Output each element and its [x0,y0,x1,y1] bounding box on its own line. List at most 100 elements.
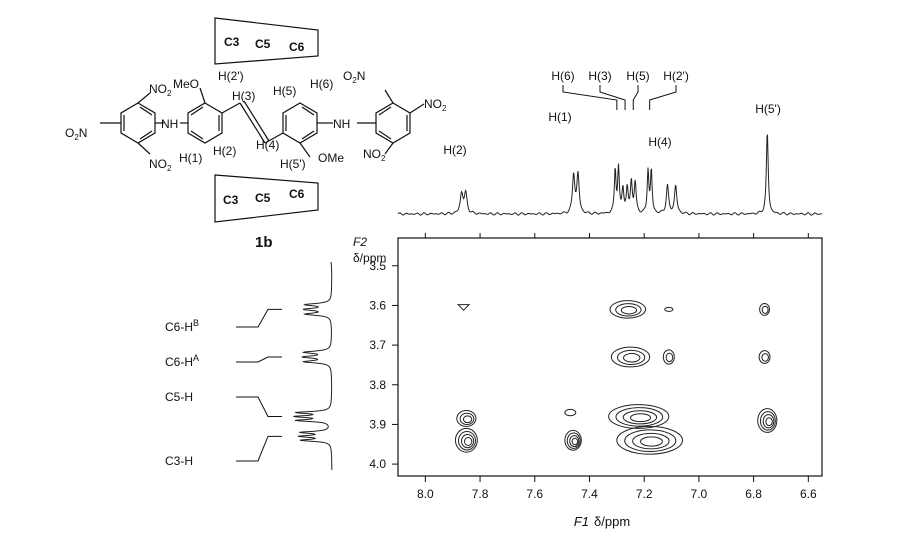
cross-peak [566,432,581,449]
side-label-leader [236,308,282,328]
cross-peak [665,352,674,363]
label-o2n-right: O2N [343,69,365,85]
h1-spectrum-trace [397,134,823,216]
cross-peaks [454,300,778,455]
x-tick-label: 6.6 [800,487,817,501]
cross-peak [640,436,663,447]
label-h1: H(1) [179,151,202,165]
label-h2-prime: H(2') [218,69,244,83]
h1-peak-label: H(1) [548,110,571,124]
label-no2-left-bottom: NO2 [149,157,172,173]
cross-peak [622,410,658,425]
cross-peak [564,429,582,451]
h1-peak-label: H(5) [626,69,649,83]
chemical-structure: NO2 MeO O2N NH NO2 H(1) H(2) H(2') H(3) … [65,69,447,173]
label-meo: MeO [173,77,199,91]
label-o2n-left: O2N [65,126,87,142]
top-chain-c5: C5 [255,37,271,51]
y-tick-label: 3.7 [369,338,386,352]
side-peak-label: C6-HB [165,318,199,334]
cross-peak [564,408,577,417]
h1-label-leader [599,85,626,110]
cross-peak [765,417,773,427]
label-h2: H(2) [213,144,236,158]
cross-peak [569,435,580,448]
label-h6: H(6) [310,77,333,91]
x-tick-label: 7.2 [636,487,653,501]
h1-peak-label: H(2') [663,69,689,83]
ring-center-a [187,102,223,144]
cross-peak [623,353,641,363]
h1-label-leader [649,85,677,110]
compound-label: 1b [255,234,273,251]
cross-peak [624,429,677,452]
cross-peak [608,404,670,429]
h1-peak-label: H(5') [755,102,781,116]
label-ome: OMe [318,151,344,165]
h1-peak-label: H(6) [551,69,574,83]
bottom-trapezoid: C3 C5 C6 [214,174,319,223]
cross-peak [456,304,471,311]
cross-peak [762,414,775,429]
cross-peak [620,305,638,315]
side-peak-label: C3-H [165,454,193,468]
top-chain-c3: C3 [224,35,240,49]
cross-peak [461,433,475,449]
h1-label-leader [562,85,618,110]
bottom-chain-c6: C6 [289,187,305,201]
y-axis-title-prefix: F2 [353,235,367,249]
cross-peak [456,410,477,427]
cross-peak [616,349,646,365]
h1-spectrum: H(2) H(1) H(6) H(3) H(5) H(2') H(4) H(5') [397,69,823,216]
ring-right [375,102,411,144]
label-nh-left: NH [161,117,178,131]
h1-peak-labels: H(2) H(1) H(6) H(3) H(5) H(2') H(4) H(5') [443,69,780,157]
x-tick-label: 7.0 [691,487,708,501]
label-h5: H(5) [273,84,296,98]
x-tick-label: 7.4 [581,487,598,501]
top-chain-c6: C6 [289,40,305,54]
h1-peak-label: H(2) [443,143,466,157]
cross-peak [759,302,770,316]
noesy-plot: 8.0 7.8 7.6 7.4 7.2 7.0 6.8 6.6 3.5 3.6 3.7 3.8 3.9… [353,233,823,529]
cross-peak [616,425,683,455]
y-tick-label: 3.9 [369,417,386,431]
cross-peak [662,349,675,365]
y-tick-label: 3.5 [369,259,386,273]
cross-peak [457,430,476,451]
top-trapezoid: C3 C5 C6 [214,17,319,65]
ring-center-b [282,102,318,144]
side-label-leader [236,356,282,363]
cross-peak [459,412,475,426]
cross-peak [759,411,776,431]
cross-peak [609,300,647,319]
cross-peak [454,427,478,453]
label-h4: H(4) [256,138,279,152]
cross-peak [761,353,769,362]
y-tick-label: 3.6 [369,298,386,312]
x-tick-label: 8.0 [417,487,434,501]
y-tick-label: 3.8 [369,378,386,392]
h1-peak-label: H(3) [588,69,611,83]
cross-peak [615,407,664,427]
cross-peak [758,350,771,364]
h1-peak-label: H(4) [648,135,671,149]
x-tick-label: 7.8 [472,487,489,501]
cross-peak [761,305,769,314]
label-no2-left-top: NO2 [149,82,172,98]
h1-label-leader [632,85,639,110]
ring-left [120,102,156,144]
label-no2-right-bottom: NO2 [363,147,386,163]
x-tick-label: 6.8 [745,487,762,501]
cross-peak [464,437,473,446]
bottom-chain-c5: C5 [255,191,271,205]
x-axis-ticks: 8.0 7.8 7.6 7.4 7.2 7.0 6.8 6.6 [417,233,817,501]
cross-peak [629,413,652,423]
x-tick-label: 7.6 [526,487,543,501]
bottom-chain-c3: C3 [223,193,239,207]
label-h3: H(3) [232,89,255,103]
cross-peak [571,437,579,446]
